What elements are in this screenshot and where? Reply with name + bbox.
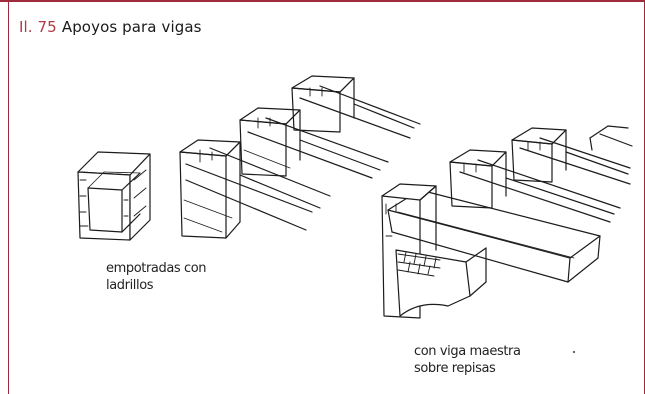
beam-left-1 xyxy=(179,139,331,239)
figure-title: Apoyos para vigas xyxy=(61,18,202,36)
label-built-in-line-2: ladrillos xyxy=(106,278,154,293)
beam-right-3 xyxy=(589,125,633,151)
beam-left-2 xyxy=(239,107,389,179)
frame-top-rule xyxy=(0,0,645,2)
figure-number: Il. 75 xyxy=(19,18,57,36)
label-girder-on-corbels: con viga maestra sobre repisas xyxy=(414,343,521,377)
stray-dot xyxy=(573,351,575,353)
beam-left-3 xyxy=(291,75,421,139)
label-built-in-bricks: empotradas con ladrillos xyxy=(106,260,207,294)
frame-left-rule xyxy=(8,0,9,394)
label-built-in-line-1: empotradas con xyxy=(106,261,207,276)
label-corbels-line-1: con viga maestra xyxy=(414,344,521,359)
beam-right-1 xyxy=(449,149,621,223)
label-corbels-line-2: sobre repisas xyxy=(414,361,496,376)
brick-pocket-cube xyxy=(77,151,151,241)
beam-right-2 xyxy=(511,127,631,185)
girder-with-corbels xyxy=(381,183,601,319)
